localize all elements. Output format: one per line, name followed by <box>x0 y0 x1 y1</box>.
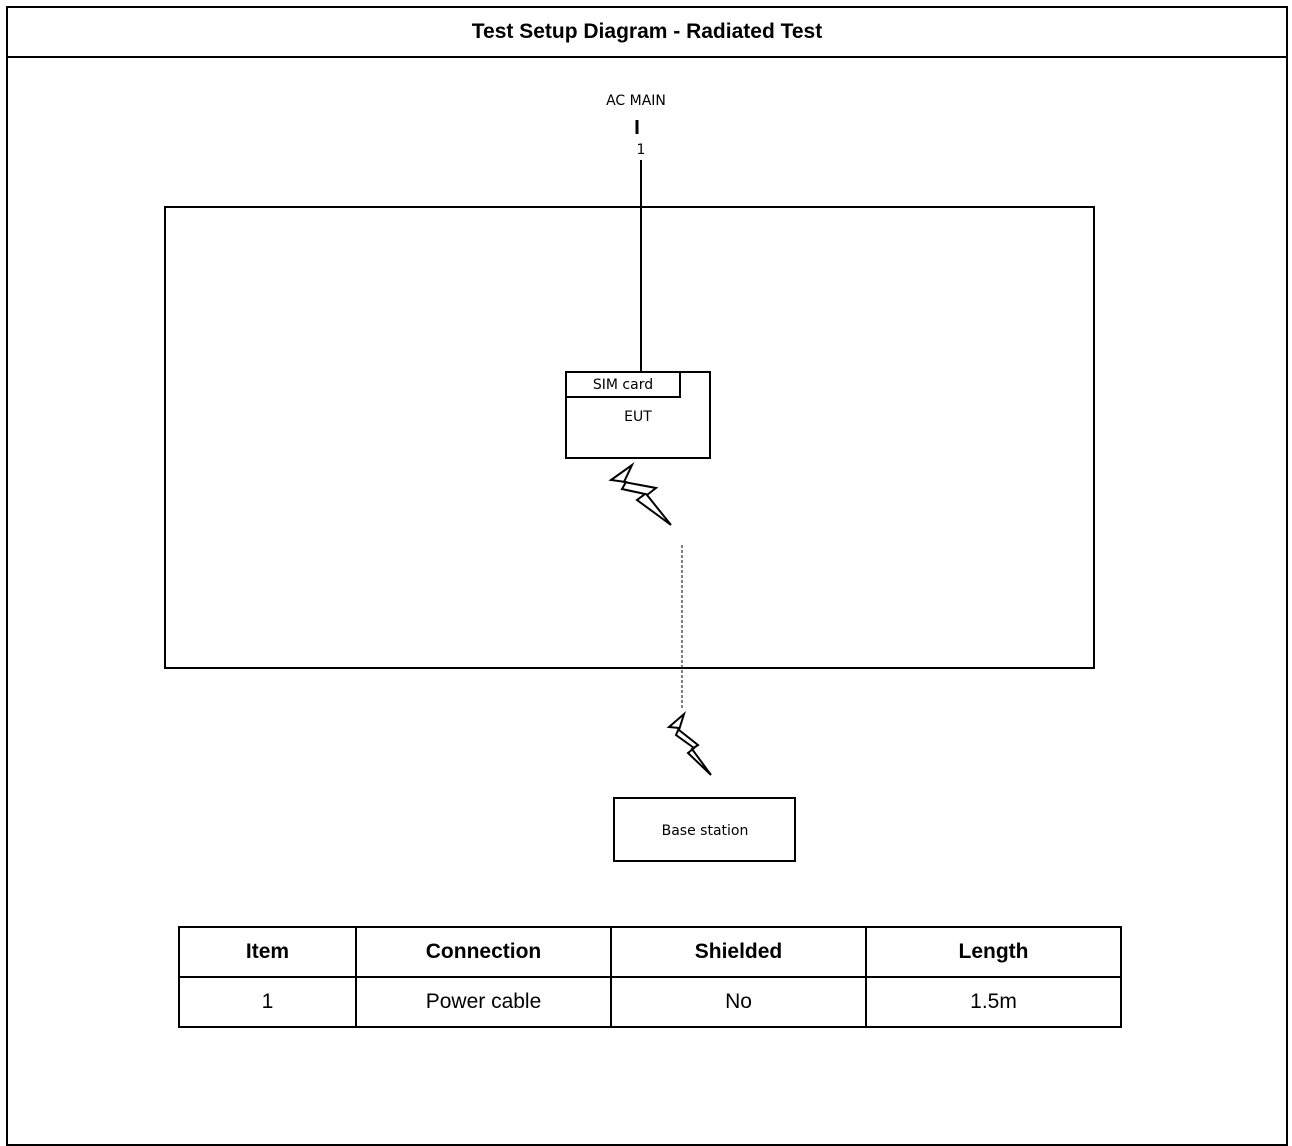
header-shielded: Shielded <box>610 926 867 978</box>
sim-card-label: SIM card <box>593 377 653 393</box>
cell-item: 1 <box>178 976 357 1028</box>
header-item: Item <box>178 926 357 978</box>
base-station-label: Base station <box>662 823 749 839</box>
base-station-box <box>613 797 796 862</box>
table-row: 1 Power cable No 1.5m <box>178 976 1122 1028</box>
lightning-bolt-icon <box>608 461 672 526</box>
sim-card-box <box>565 371 681 398</box>
header-connection: Connection <box>355 926 612 978</box>
eut-label: EUT <box>624 409 652 425</box>
cell-shielded: No <box>610 976 867 1028</box>
cell-connection: Power cable <box>355 976 612 1028</box>
cell-length: 1.5m <box>865 976 1122 1028</box>
page-title: Test Setup Diagram - Radiated Test <box>8 8 1286 58</box>
header-length: Length <box>865 926 1122 978</box>
connection-table: Item Connection Shielded Length 1 Power … <box>178 926 1122 1028</box>
cable-number-label: 1 <box>637 142 646 158</box>
table-header-row: Item Connection Shielded Length <box>178 926 1122 978</box>
test-area-box <box>164 206 1095 669</box>
ac-main-label: AC MAIN <box>606 93 666 109</box>
lightning-bolt-icon <box>666 710 712 776</box>
